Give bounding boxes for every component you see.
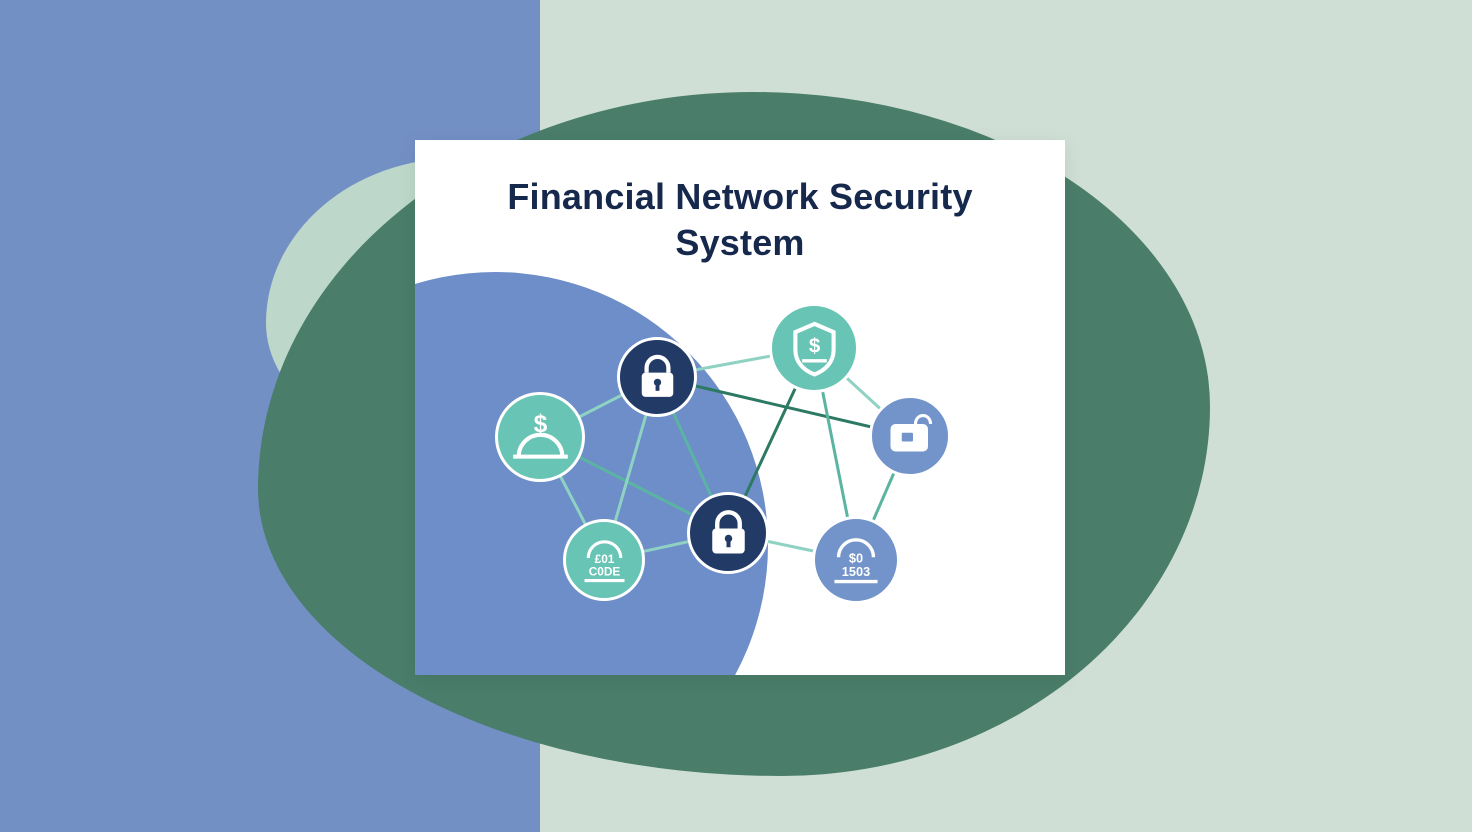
lock-node-bottom	[687, 492, 769, 574]
edge-lock-node-top--lock-card-node	[656, 375, 911, 438]
title-line-1: Financial Network Security	[507, 176, 973, 217]
lock-card-icon	[890, 413, 932, 451]
dollar-dome-icon: $	[512, 411, 568, 459]
svg-text:1503: 1503	[842, 564, 870, 579]
svg-text:$0: $0	[849, 551, 863, 566]
card-title: Financial Network Security System	[415, 174, 1065, 265]
lock-card-node	[869, 395, 951, 477]
padlock-icon	[641, 354, 673, 397]
title-line-2: System	[675, 221, 805, 263]
shield-dollar-node: $	[769, 303, 859, 393]
svg-text:C0DE: C0DE	[588, 564, 620, 578]
svg-text:$: $	[808, 334, 820, 357]
dollar-dome-node: $	[495, 392, 585, 482]
svg-text:$: $	[533, 411, 547, 438]
shield-dollar-icon: $	[792, 321, 836, 377]
lock-node-top	[617, 337, 697, 417]
padlock-icon	[711, 509, 745, 553]
svg-text:£01: £01	[594, 552, 614, 566]
